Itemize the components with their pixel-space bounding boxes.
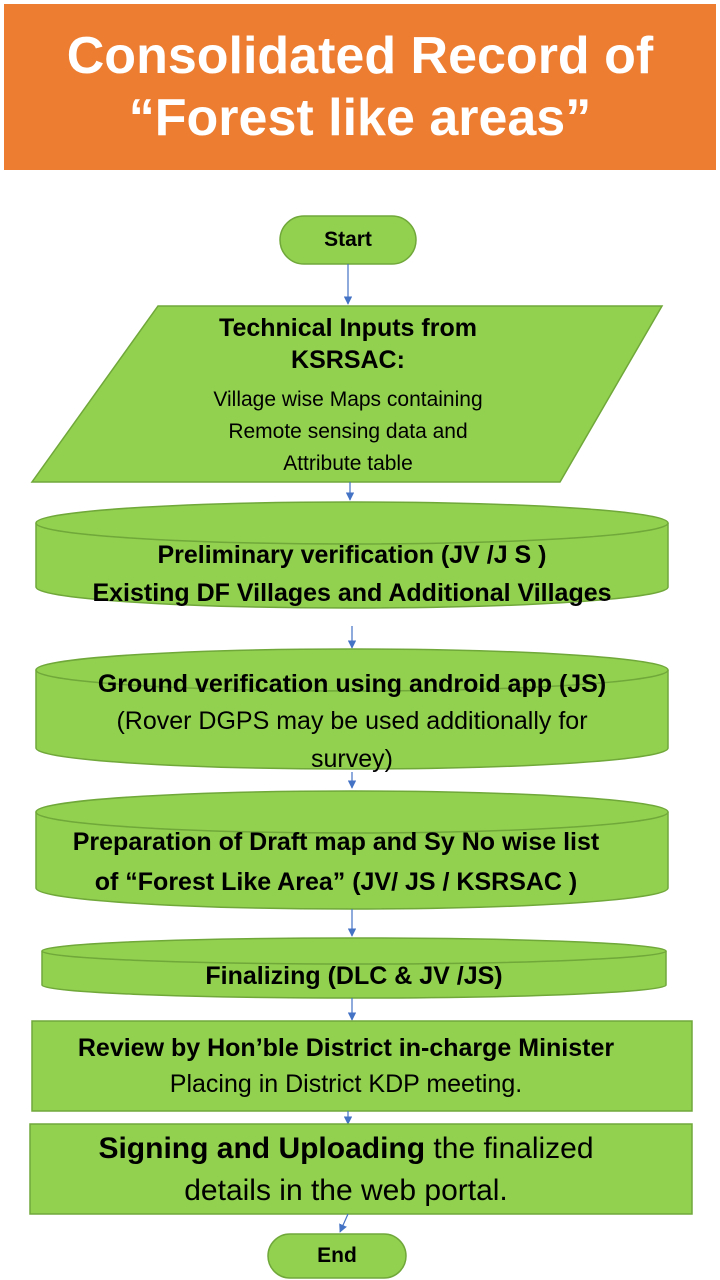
signing-box	[29, 1123, 693, 1215]
signing-line-1: Signing and Uploading the finalized	[30, 1128, 662, 1170]
end-terminator	[267, 1233, 407, 1279]
preliminary-line-2: Existing DF Villages and Additional Vill…	[92, 579, 612, 607]
draft-line-2: of “Forest Like Area” (JV/ JS / KSRSAC )	[94, 868, 578, 896]
finalizing-cylinder	[41, 937, 667, 999]
ground-line-2: survey)	[311, 745, 393, 773]
draft-text: Preparation of Draft map and Sy No wise …	[36, 822, 636, 902]
signing-text: Signing and Uploading the finalized deta…	[30, 1128, 662, 1212]
review-title: Review by Hon’ble District in-charge Min…	[77, 1034, 615, 1062]
inputs-line-2: Remote sensing data and	[228, 420, 468, 443]
ground-line-1: (Rover DGPS may be used additionally for	[116, 707, 588, 735]
ground-text: Ground verification using android app (J…	[36, 666, 668, 778]
signing-bold: Signing and Uploading	[98, 1132, 426, 1165]
draft-cylinder	[35, 790, 669, 910]
review-box	[31, 1020, 693, 1112]
inputs-text: Technical Inputs from KSRSAC: Village wi…	[118, 312, 578, 480]
draft-line-1: Preparation of Draft map and Sy No wise …	[72, 828, 600, 856]
signing-line-2: details in the web portal.	[184, 1174, 508, 1207]
inputs-title-line-2: KSRSAC:	[291, 346, 405, 374]
end-label: End	[317, 1244, 357, 1267]
inputs-parallelogram	[30, 305, 664, 483]
signing-rest: the finalized	[425, 1132, 594, 1165]
title-banner: Consolidated Record of “Forest like area…	[4, 4, 716, 170]
review-line-1: Placing in District KDP meeting.	[169, 1070, 523, 1098]
arrow-signing-end	[339, 1213, 349, 1233]
inputs-line-1: Village wise Maps containing	[213, 388, 483, 411]
ground-title: Ground verification using android app (J…	[97, 670, 607, 698]
title-line-2: “Forest like areas”	[128, 89, 592, 147]
start-label: Start	[324, 228, 372, 251]
title-line-1: Consolidated Record of	[66, 27, 654, 85]
review-text: Review by Hon’ble District in-charge Min…	[32, 1030, 660, 1102]
preliminary-cylinder	[35, 501, 669, 609]
ground-cylinder	[35, 648, 669, 770]
preliminary-line-1: Preliminary verification (JV /J S )	[157, 541, 547, 569]
inputs-line-3: Attribute table	[283, 452, 413, 475]
inputs-title-line-1: Technical Inputs from	[219, 314, 477, 342]
finalizing-label: Finalizing (DLC & JV /JS)	[205, 962, 503, 990]
preliminary-text: Preliminary verification (JV /J S ) Exis…	[36, 536, 668, 612]
